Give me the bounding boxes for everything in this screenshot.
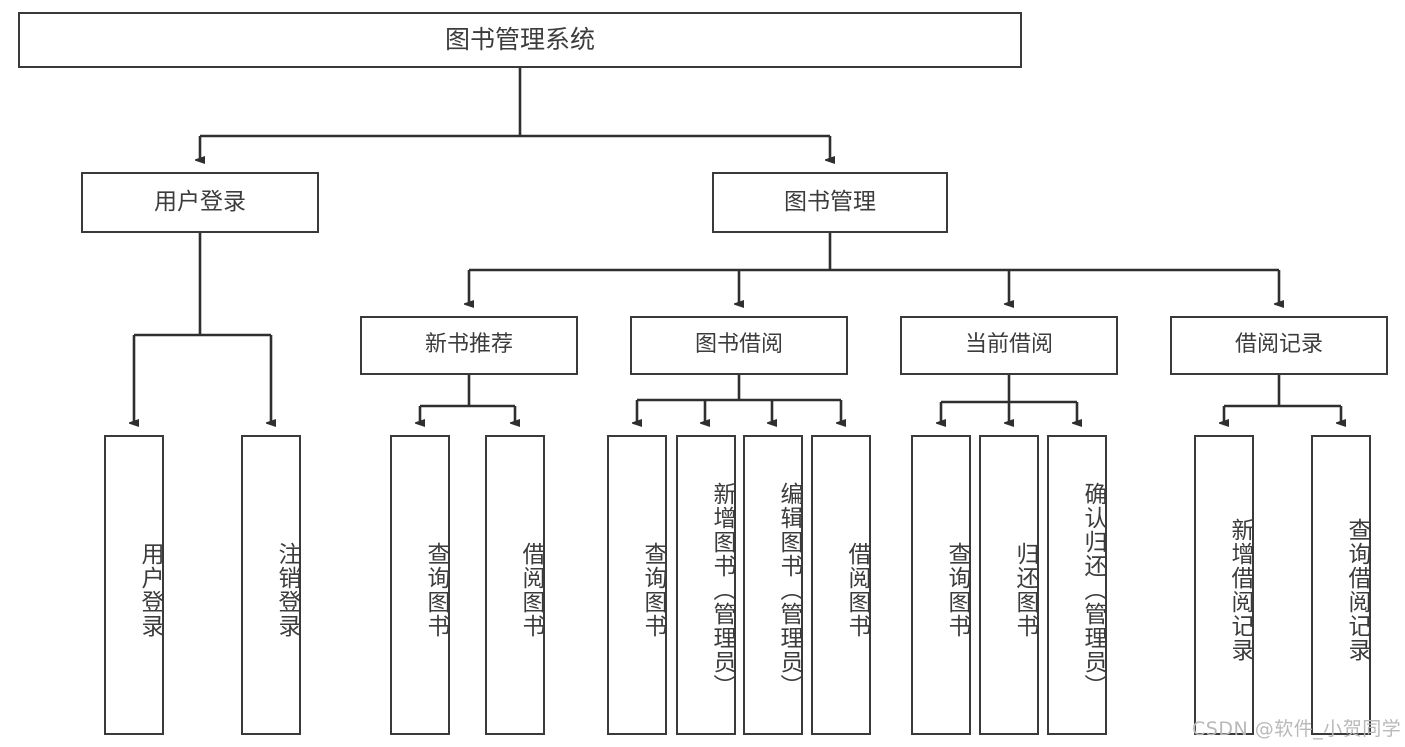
leaf-edit-book[interactable]: 编辑图书（管理员） [743,435,803,735]
leaf-query-book-borrow[interactable]: 查询图书 [607,435,667,735]
leaf-query-book-recommend[interactable]: 查询图书 [390,435,450,735]
node-label: 查询借阅记录 [1344,518,1370,662]
node-label: 用户登录 [137,542,163,638]
node-label: 借阅图书 [518,542,544,638]
node-label: 借阅图书 [844,542,870,638]
leaf-user-login[interactable]: 用户登录 [104,435,164,735]
node-current-borrow[interactable]: 当前借阅 [900,316,1118,375]
node-borrow-record[interactable]: 借阅记录 [1170,316,1388,375]
leaf-query-borrow-record[interactable]: 查询借阅记录 [1311,435,1371,735]
node-label: 查询图书 [944,542,970,638]
leaf-add-borrow-record[interactable]: 新增借阅记录 [1194,435,1254,735]
node-root-system[interactable]: 图书管理系统 [18,12,1022,68]
node-book-management[interactable]: 图书管理 [712,172,948,233]
leaf-return-book[interactable]: 归还图书 [979,435,1039,735]
node-label: 查询图书 [640,542,666,638]
node-label: 图书借阅 [694,332,783,358]
node-label: 图书管理 [784,188,876,215]
leaf-borrow-book-recommend[interactable]: 借阅图书 [485,435,545,735]
leaf-borrow-book[interactable]: 借阅图书 [811,435,871,735]
node-label: 借阅记录 [1234,332,1323,358]
node-user-login[interactable]: 用户登录 [81,172,319,233]
leaf-logout[interactable]: 注销登录 [241,435,301,735]
node-label: 编辑图书（管理员） [776,482,802,698]
node-label: 确认归还（管理员） [1080,482,1106,698]
node-label: 注销登录 [274,542,300,638]
node-new-book-recommend[interactable]: 新书推荐 [360,316,578,375]
leaf-add-book[interactable]: 新增图书（管理员） [676,435,736,735]
node-label: 用户登录 [154,188,246,215]
csdn-watermark: CSDN @软件_小贺同学 [1192,718,1402,740]
node-label: 当前借阅 [964,332,1053,358]
node-label: 图书管理系统 [444,25,595,54]
leaf-query-book-current[interactable]: 查询图书 [911,435,971,735]
node-label: 新书推荐 [424,332,513,358]
node-label: 查询图书 [423,542,449,638]
node-label: 新增图书（管理员） [709,482,735,698]
node-label: 新增借阅记录 [1227,518,1253,662]
leaf-confirm-return[interactable]: 确认归还（管理员） [1047,435,1107,735]
node-label: 归还图书 [1012,542,1038,638]
node-book-borrow[interactable]: 图书借阅 [630,316,848,375]
